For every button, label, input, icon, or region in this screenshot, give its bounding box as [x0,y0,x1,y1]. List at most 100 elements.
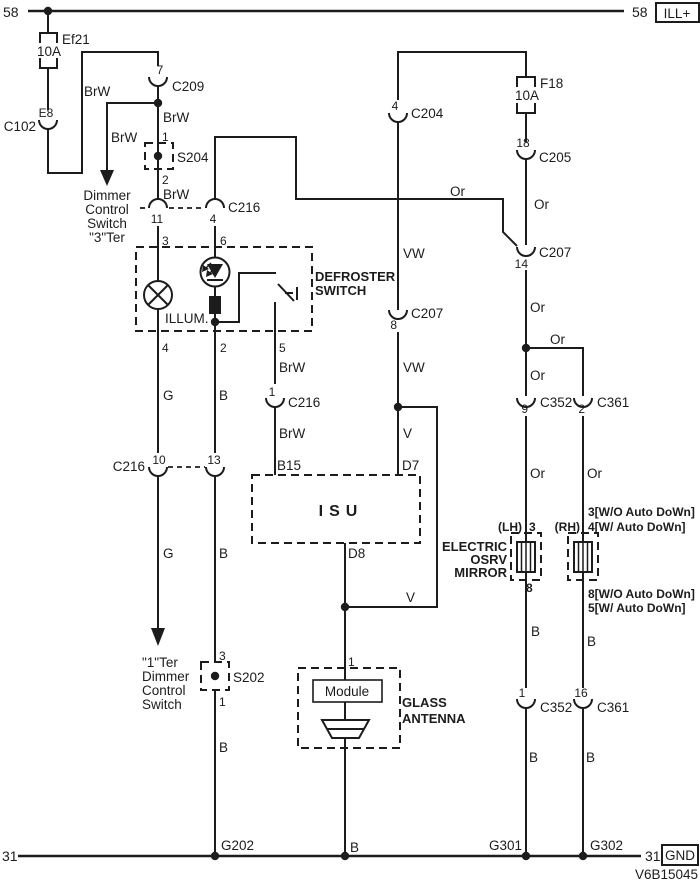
ground-g202-label: G202 [221,838,254,853]
fuse-bracket-icon [39,58,58,69]
svg-text:Switch: Switch [142,697,182,712]
defroster-pin-5: 5 [279,341,286,355]
electric-osrv-mirror: ELECTRIC OSRV MIRROR (LH) 3 (RH) 3[W/O A… [442,505,695,688]
connector-c352a-name: C352 [540,395,572,410]
svg-text:"1"Ter: "1"Ter [142,655,178,670]
connector-c204-pin: 4 [392,99,399,113]
connector-c204-name: C204 [411,106,444,121]
fuse-ef21-name: Ef21 [62,32,90,47]
svg-text:"3"Ter: "3"Ter [89,230,125,245]
svg-text:Switch: Switch [87,216,127,231]
mirror-lh-pin-bottom: 8 [526,581,533,595]
wire-label-v: V [403,426,412,441]
mirror-rh-note-bottom1: 8[W/O Auto DoWn] [588,587,695,601]
rail-58-left-label: 58 [3,4,19,20]
defroster-switch-title: DEFROSTER [315,269,396,284]
illum-label: ILLUM. [165,311,209,326]
defroster-pin-3: 3 [162,234,169,248]
wire-label-or: Or [530,466,546,481]
fuse-bracket-icon [39,32,58,43]
wire-label-b: B [529,750,538,765]
mirror-rh-note-top2: 4[W/ Auto DoWn] [588,520,686,534]
wire-label-brw: BrW [84,84,111,99]
wire-label-b: B [587,634,596,649]
connector-arc-c102 [38,119,58,130]
junction-dot [210,671,220,681]
connector-arc [205,198,225,209]
mirror-lh-pin-top: 3 [529,520,536,534]
wire-label-vw: VW [403,360,425,375]
arrow-down-icon [100,170,114,186]
mirror-lower-connectors: 1 C352 16 C361 B B G301 G302 [489,686,629,861]
mirror-lh-actuator-icon [516,541,536,573]
glass-antenna: 1 Module B GLASS ANTENNA [297,543,466,861]
mirror-rh-actuator-icon [573,541,593,573]
mirror-rh-tag: (RH) [555,520,580,534]
fuse-ef21-rating: 10A [37,44,61,59]
gnd-box [661,844,699,866]
svg-text:Dimmer: Dimmer [83,188,131,203]
defroster-pin-4: 4 [162,341,169,355]
glass-antenna-title: GLASS [402,695,447,710]
connector-c207b-pin: 8 [390,318,397,332]
wire-label-b: B [531,624,540,639]
wire-label-g: G [163,546,174,561]
connector-c216b-name: C216 [113,459,145,474]
connector-c352a-pin: 9 [521,402,528,416]
wire-label-brw: BrW [279,426,306,441]
junction-dot-g301 [521,851,531,861]
connector-c216-a: 11 4 C216 [140,198,260,226]
connector-c216-c: 1 C216 BrW [265,385,320,475]
splice-s202-name: S202 [233,670,265,685]
wire-label-or: Or [534,197,550,212]
connector-c205-name: C205 [539,150,571,165]
connector-c361a-pin: 2 [578,402,585,416]
defroster-switch-title2: SWITCH [315,283,366,298]
connector-arc [148,198,168,209]
c209-s204-column: 7 C209 BrW BrW Dimmer Control Switch "3"… [83,63,209,245]
module-label: Module [325,684,369,699]
antenna-icon [320,719,371,739]
splice-s204-box [144,142,174,170]
ill-plus-label: ILL+ [664,6,691,21]
wire-label-brw: BrW [163,110,190,125]
svg-text:Control: Control [142,683,186,698]
junction-dot [340,602,350,612]
isu-pin-d8: D8 [348,546,365,561]
module-box [312,679,383,703]
splice-s202-pin-out: 1 [219,695,226,709]
connector-c207a-name: C207 [539,245,571,260]
wire-label-b: B [219,546,228,561]
connector-c216a-pin-left: 11 [151,212,164,226]
glass-antenna-title2: ANTENNA [402,711,466,726]
isu-box [251,474,421,544]
connector-c216b-pin-right: 13 [207,453,221,467]
power-rail-58: 58 58 ILL+ [3,2,700,23]
defroster-pin-2: 2 [220,341,227,355]
mirror-rh-note-top1: 3[W/O Auto DoWn] [588,505,695,519]
connector-c216a-name: C216 [228,200,260,215]
dimmer-bottom-note: "1"Ter Dimmer Control Switch [142,655,190,712]
connector-c216b-pin-left: 10 [152,453,166,467]
connector-c361b-pin: 16 [574,686,588,700]
dimmer-bottom-branch: G "1"Ter Dimmer Control Switch [142,476,190,712]
connector-c216c-name: C216 [288,395,320,410]
ground-g301-label: G301 [489,838,522,853]
wire-label-g: G [163,388,174,403]
splice-s204-pin-in: 1 [162,130,169,144]
connector-c361a-name: C361 [597,395,629,410]
isu-module: ISU B15 D7 D8 [251,458,421,561]
connector-c352b-pin: 1 [519,686,526,700]
ill-plus-box [655,2,700,23]
wire-label-brw: BrW [279,360,306,375]
splice-s204-name: S204 [177,150,209,165]
connector-c102-name: C102 [4,119,36,134]
wire-label-b: B [586,750,595,765]
connector-arc-c207b [388,309,408,320]
fuse-f18-name: F18 [540,76,563,91]
mirror-upper-connectors: 9 C352 2 C361 Or Or [516,395,629,542]
fuse-ef21-branch: Ef21 10A E8 C102 BrW [4,11,159,174]
defroster-pin-6: 6 [220,234,227,248]
